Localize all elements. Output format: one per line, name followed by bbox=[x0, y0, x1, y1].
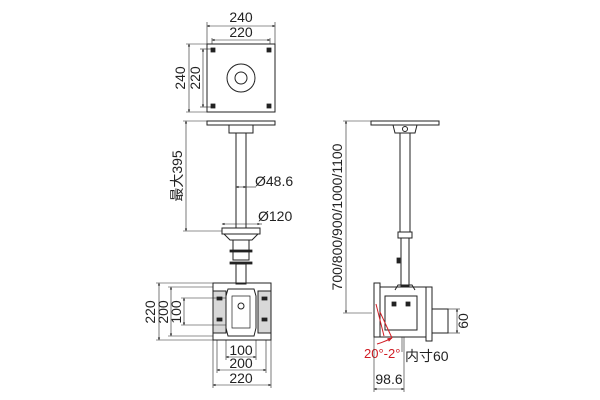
side-bracket-top-rail bbox=[379, 286, 427, 290]
bracket-slot bbox=[216, 317, 223, 322]
front-lower-stem bbox=[235, 263, 247, 285]
top-width-outer-label: 240 bbox=[229, 9, 253, 25]
front-pipe bbox=[235, 132, 247, 229]
top-height-inner-label: 220 bbox=[187, 66, 203, 90]
front-upper-flange bbox=[228, 124, 254, 134]
bracket-slot bbox=[261, 296, 268, 301]
plate-hole bbox=[210, 103, 216, 109]
plate-height-outer-label: 220 bbox=[142, 300, 158, 324]
top-mounting-plate bbox=[206, 43, 276, 113]
length-options-label: 700/800/900/1000/1100 bbox=[329, 143, 345, 290]
bracket-right-arm bbox=[257, 290, 272, 334]
bracket-center-plate bbox=[225, 288, 257, 337]
side-upper-flange bbox=[392, 124, 418, 134]
pipe-diameter-label: Ø48.6 bbox=[255, 173, 293, 189]
side-lock-pin bbox=[396, 257, 401, 264]
plate-center-hole bbox=[234, 71, 248, 85]
tilt-angle-indicator bbox=[375, 303, 385, 337]
side-flange-bolt bbox=[402, 126, 408, 132]
max-length-label: 最大395 bbox=[169, 150, 185, 202]
front-base-cup-top bbox=[221, 227, 261, 235]
side-collar bbox=[397, 231, 413, 239]
plate-height-inner-label: 100 bbox=[168, 300, 184, 324]
base-diameter-label: Ø120 bbox=[258, 208, 292, 224]
side-view: 700/800/900/1000/1100 60 20°-2° 内寸60 98.… bbox=[329, 120, 471, 392]
side-bracket-clamp bbox=[394, 284, 416, 291]
side-tilt-housing bbox=[384, 295, 418, 331]
bracket-center-window bbox=[231, 295, 251, 329]
top-width-inner-label: 220 bbox=[229, 24, 253, 40]
tilt-angle-indicator bbox=[379, 311, 393, 339]
plate-hole bbox=[266, 103, 272, 109]
front-view: 最大395 Ø48.6 Ø120 bbox=[142, 120, 293, 388]
plate-center-ring bbox=[226, 63, 256, 93]
plate-width-inner-label: 100 bbox=[229, 342, 253, 358]
bracket-center-bolt bbox=[237, 302, 245, 310]
front-ceiling-plate bbox=[206, 120, 276, 126]
bracket-height-label: 60 bbox=[455, 313, 471, 329]
side-tilt-bolt bbox=[391, 301, 397, 307]
side-tilt-bolt bbox=[405, 301, 411, 307]
front-base-cup bbox=[222, 233, 260, 241]
top-view: 240 220 240 220 bbox=[172, 9, 276, 113]
plate-width-mid-label: 200 bbox=[229, 355, 253, 371]
plate-height-mid-label: 200 bbox=[155, 300, 171, 324]
plate-hole bbox=[266, 47, 272, 53]
bracket-slot bbox=[216, 296, 223, 301]
plate-width-outer-label: 220 bbox=[229, 370, 253, 386]
top-height-outer-label: 240 bbox=[172, 66, 188, 90]
bracket-slot bbox=[261, 317, 268, 322]
side-inner-pipe bbox=[400, 237, 410, 287]
front-joint-ring bbox=[229, 249, 253, 253]
side-upper-pipe bbox=[399, 132, 411, 234]
tilt-angle-arc bbox=[376, 337, 393, 345]
side-ceiling-plate bbox=[370, 120, 440, 126]
depth-label: 98.6 bbox=[375, 371, 402, 387]
inner-dimension-label: 内寸60 bbox=[405, 348, 449, 364]
side-end-block bbox=[431, 308, 449, 334]
tilt-angle-label: 20°-2° bbox=[364, 346, 400, 361]
plate-hole bbox=[210, 47, 216, 53]
side-wall-arm bbox=[425, 286, 433, 342]
